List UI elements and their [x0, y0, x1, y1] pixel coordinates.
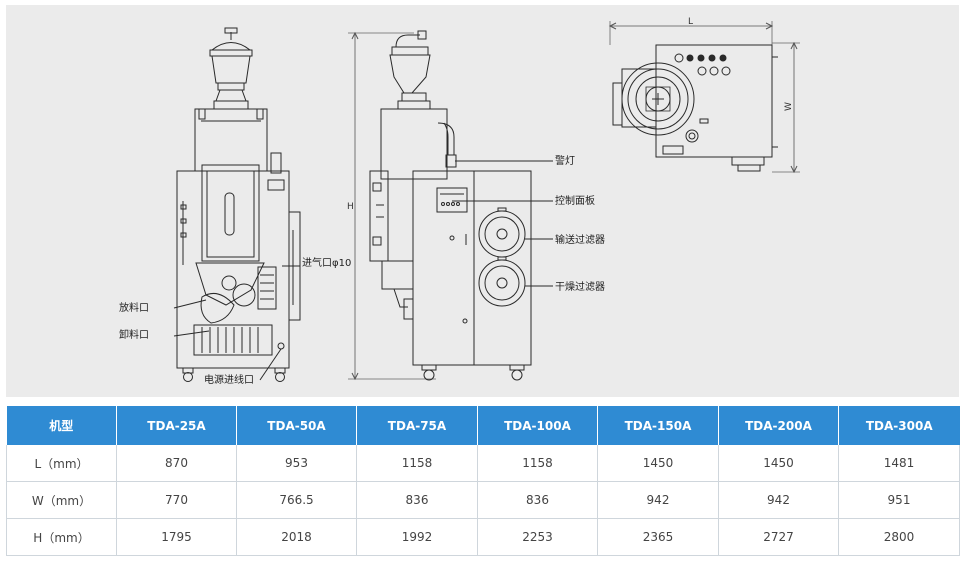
row-label: H（mm） [6, 518, 117, 556]
table-cell: 836 [356, 481, 478, 519]
header-tda-50a: TDA-50A [236, 406, 357, 445]
header-tda-75a: TDA-75A [356, 406, 478, 445]
technical-drawing: 警灯 控制面板 输送过滤器 干燥过滤器 进气口φ10 放料口 卸料口 电源进线口… [6, 5, 959, 397]
table-row-length: L（mm） 870 953 1158 1158 1450 1450 1481 [6, 445, 960, 482]
table-cell: 942 [597, 481, 719, 519]
row-label: L（mm） [6, 445, 117, 482]
table-cell: 2365 [597, 518, 719, 556]
spec-table: 机型 TDA-25A TDA-50A TDA-75A TDA-100A TDA-… [6, 406, 960, 556]
side-view-drawing [348, 30, 553, 381]
table-cell: 1481 [838, 445, 960, 482]
table-cell: 2727 [718, 518, 839, 556]
table-cell: 2800 [838, 518, 960, 556]
table-cell: 1450 [718, 445, 839, 482]
table-cell: 1450 [597, 445, 719, 482]
header-tda-150a: TDA-150A [597, 406, 719, 445]
table-cell: 870 [116, 445, 237, 482]
front-view-drawing [173, 27, 301, 382]
header-model: 机型 [6, 406, 117, 445]
table-cell: 1795 [116, 518, 237, 556]
row-label: W（mm） [6, 481, 117, 519]
table-cell: 953 [236, 445, 357, 482]
table-cell: 1992 [356, 518, 478, 556]
table-cell: 2253 [477, 518, 598, 556]
table-cell: 766.5 [236, 481, 357, 519]
table-cell: 951 [838, 481, 960, 519]
table-row-width: W（mm） 770 766.5 836 836 942 942 951 [6, 481, 960, 519]
top-view-drawing [608, 21, 800, 174]
table-cell: 942 [718, 481, 839, 519]
table-cell: 770 [116, 481, 237, 519]
table-cell: 1158 [477, 445, 598, 482]
header-tda-25a: TDA-25A [116, 406, 237, 445]
header-tda-100a: TDA-100A [477, 406, 598, 445]
header-tda-300a: TDA-300A [838, 406, 960, 445]
spec-table-header-row: 机型 TDA-25A TDA-50A TDA-75A TDA-100A TDA-… [6, 406, 960, 445]
table-cell: 2018 [236, 518, 357, 556]
header-tda-200a: TDA-200A [718, 406, 839, 445]
table-row-height: H（mm） 1795 2018 1992 2253 2365 2727 2800 [6, 518, 960, 556]
table-cell: 1158 [356, 445, 478, 482]
table-cell: 836 [477, 481, 598, 519]
